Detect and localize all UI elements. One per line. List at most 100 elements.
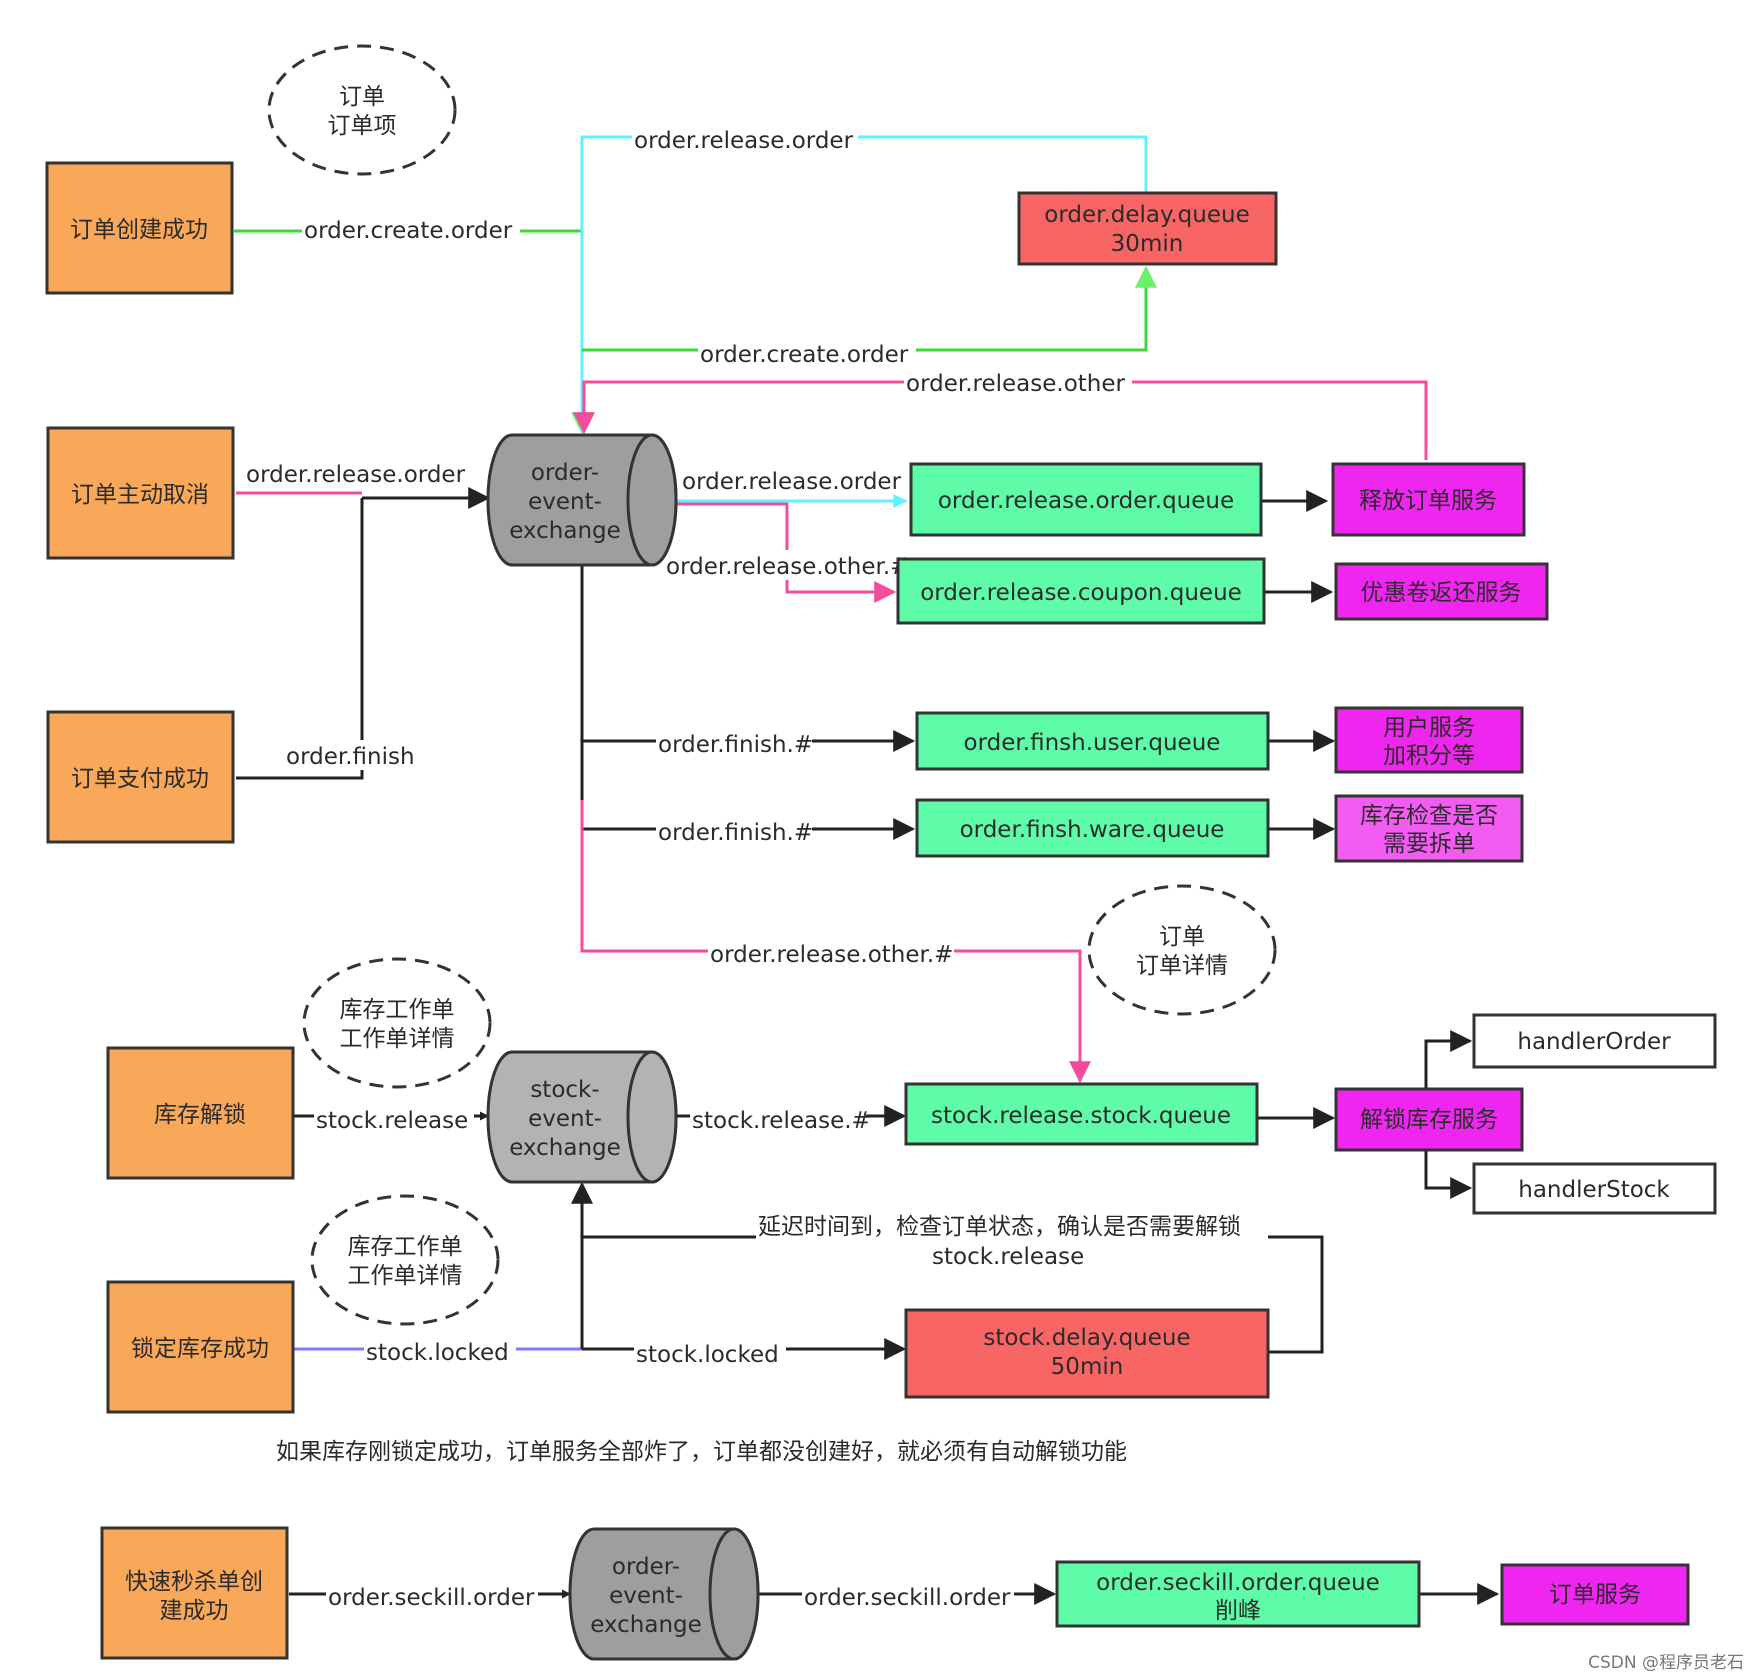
handler-stock-label: handlerStock xyxy=(1518,1177,1670,1203)
producer-seckill-label-1: 快速秒杀单创 xyxy=(125,1569,263,1595)
label-release-order-cancel: order.release.order xyxy=(246,462,466,488)
stock-exchange-line-2: event- xyxy=(528,1106,602,1132)
service-user-points: 用户服务 加积分等 xyxy=(1334,706,1524,774)
edge-handler-order xyxy=(1424,1030,1473,1089)
queue-stock-delay: stock.delay.queue 50min xyxy=(904,1308,1270,1399)
queue-release-coupon-label: order.release.coupon.queue xyxy=(920,580,1242,606)
queue-finish-ware-label: order.finsh.ware.queue xyxy=(960,817,1225,843)
note-stock-work-1: 库存工作单 工作单详情 xyxy=(302,957,492,1089)
service-coupon-return-label: 优惠卷返还服务 xyxy=(1361,580,1522,606)
label-create-order: order.create.order xyxy=(304,218,513,244)
order-exchange-line-2: event- xyxy=(528,489,602,515)
queue-order-delay-line-1: order.delay.queue xyxy=(1044,202,1249,228)
edge-release-other-hash xyxy=(676,502,897,603)
watermark: CSDN @程序员老石 xyxy=(1588,1653,1744,1673)
order-exchange-line-3: exchange xyxy=(509,518,621,544)
producer-stock-unlock-label: 库存解锁 xyxy=(154,1102,246,1128)
producer-order-cancel: 订单主动取消 xyxy=(46,426,235,560)
note-order-items: 订单 订单项 xyxy=(267,44,457,176)
producer-stock-locked: 锁定库存成功 xyxy=(106,1280,295,1414)
note-stock-work-1-line-1: 库存工作单 xyxy=(340,997,455,1023)
queue-order-delay: order.delay.queue 30min xyxy=(1017,191,1278,266)
caption: 如果库存刚锁定成功，订单服务全部炸了，订单都没创建好，就必须有自动解锁功能 xyxy=(276,1439,1127,1465)
label-finish-hash-1: order.finish.# xyxy=(658,732,813,758)
handler-order: handlerOrder xyxy=(1472,1013,1717,1069)
note-order-details-line-1: 订单 xyxy=(1159,924,1205,950)
queues: order.delay.queue 30min order.release.or… xyxy=(896,191,1421,1628)
label-seckill-out: order.seckill.order xyxy=(804,1585,1011,1611)
label-stock-release-back: stock.release xyxy=(932,1244,1084,1270)
label-create-order-delay: order.create.order xyxy=(700,342,909,368)
stock-exchange-line-1: stock- xyxy=(530,1077,599,1103)
label-seckill-in: order.seckill.order xyxy=(328,1585,535,1611)
producers: 订单创建成功 订单主动取消 订单支付成功 库存解锁 锁定库存成功 快速秒杀单创 … xyxy=(45,161,295,1660)
label-stock-release-hash: stock.release.# xyxy=(692,1108,871,1134)
service-release-order-label: 释放订单服务 xyxy=(1359,488,1497,514)
service-ware-line-2: 需要拆单 xyxy=(1383,831,1475,857)
queue-release-order-label: order.release.order.queue xyxy=(938,488,1234,514)
label-stock-release-in: stock.release xyxy=(316,1108,468,1134)
note-order-details: 订单 订单详情 xyxy=(1087,884,1277,1016)
producer-stock-locked-label: 锁定库存成功 xyxy=(131,1336,269,1362)
queue-finish-ware: order.finsh.ware.queue xyxy=(915,798,1270,858)
queue-seckill-line-2: 削峰 xyxy=(1215,1598,1261,1624)
label-release-order-out: order.release.order xyxy=(682,469,902,495)
seckill-exchange-line-3: exchange xyxy=(590,1612,702,1638)
queue-seckill-line-1: order.seckill.order.queue xyxy=(1096,1570,1380,1596)
label-release-other-hash: order.release.other.# xyxy=(666,554,909,580)
seckill-exchange-line-1: order- xyxy=(612,1554,680,1580)
edge-create-order xyxy=(234,229,593,435)
producer-stock-unlock: 库存解锁 xyxy=(106,1046,295,1180)
stock-event-exchange: stock- event- exchange xyxy=(486,1050,678,1184)
label-release-other-hash-2: order.release.other.# xyxy=(710,942,953,968)
note-stock-work-1-line-2: 工作单详情 xyxy=(340,1026,455,1052)
label-stock-locked-out: stock.locked xyxy=(636,1342,779,1368)
queue-stock-delay-line-1: stock.delay.queue xyxy=(983,1325,1190,1351)
queue-finish-user: order.finsh.user.queue xyxy=(915,711,1270,771)
stock-exchange-line-3: exchange xyxy=(509,1135,621,1161)
note-order-items-line-1: 订单 xyxy=(339,84,385,110)
service-release-order: 释放订单服务 xyxy=(1331,462,1526,537)
queue-finish-user-label: order.finsh.user.queue xyxy=(964,730,1221,756)
order-exchange-line-1: order- xyxy=(531,460,599,486)
label-release-order-top: order.release.order xyxy=(634,128,854,154)
service-order: 订单服务 xyxy=(1500,1563,1690,1626)
note-stock-work-2-line-1: 库存工作单 xyxy=(348,1234,463,1260)
label-release-other-top: order.release.other xyxy=(906,371,1126,397)
order-event-exchange: order- event- exchange xyxy=(486,433,678,567)
queue-seckill: order.seckill.order.queue 削峰 xyxy=(1055,1560,1421,1628)
seckill-event-exchange: order- event- exchange xyxy=(568,1527,760,1661)
handler-stock: handlerStock xyxy=(1472,1162,1717,1215)
label-finish-hash-2: order.finish.# xyxy=(658,820,813,846)
producer-seckill: 快速秒杀单创 建成功 xyxy=(100,1526,289,1660)
producer-order-paid: 订单支付成功 xyxy=(46,710,235,844)
note-stock-work-2-line-2: 工作单详情 xyxy=(348,1263,463,1289)
queue-release-coupon: order.release.coupon.queue xyxy=(896,557,1266,625)
queue-stock-delay-line-2: 50min xyxy=(1051,1354,1124,1380)
producer-seckill-label-2: 建成功 xyxy=(160,1598,229,1624)
edge-release-order-top xyxy=(580,135,1148,432)
label-order-finish: order.finish xyxy=(286,744,415,770)
handlers: handlerOrder handlerStock xyxy=(1472,1013,1717,1215)
seckill-exchange-line-2: event- xyxy=(609,1583,683,1609)
edge-labels: order.create.order order.release.order o… xyxy=(246,124,1268,1611)
label-delay-check: 延迟时间到，检查订单状态，确认是否需要解锁 xyxy=(758,1214,1241,1240)
note-stock-work-2: 库存工作单 工作单详情 xyxy=(310,1194,500,1326)
handler-order-label: handlerOrder xyxy=(1517,1029,1671,1055)
service-ware-line-1: 库存检查是否 xyxy=(1360,803,1498,829)
queue-release-order: order.release.order.queue xyxy=(909,462,1263,537)
service-unlock-stock: 解锁库存服务 xyxy=(1334,1087,1524,1152)
note-order-details-line-2: 订单详情 xyxy=(1136,953,1228,979)
service-ware-check: 库存检查是否 需要拆单 xyxy=(1334,794,1524,863)
service-unlock-stock-label: 解锁库存服务 xyxy=(1360,1107,1498,1133)
edge-handler-stock xyxy=(1424,1150,1473,1199)
queue-stock-release: stock.release.stock.queue xyxy=(904,1082,1259,1146)
services: 释放订单服务 优惠卷返还服务 用户服务 加积分等 库存检查是否 需要拆单 解锁库… xyxy=(1331,462,1690,1626)
edge-finish xyxy=(236,498,364,780)
service-coupon-return: 优惠卷返还服务 xyxy=(1334,562,1549,621)
note-order-items-line-2: 订单项 xyxy=(328,113,397,139)
service-user-line-1: 用户服务 xyxy=(1383,715,1475,741)
producer-order-created: 订单创建成功 xyxy=(45,161,234,295)
notes: 订单 订单项 订单 订单详情 库存工作单 工作单详情 库存工作单 工作单详情 xyxy=(267,44,1277,1326)
